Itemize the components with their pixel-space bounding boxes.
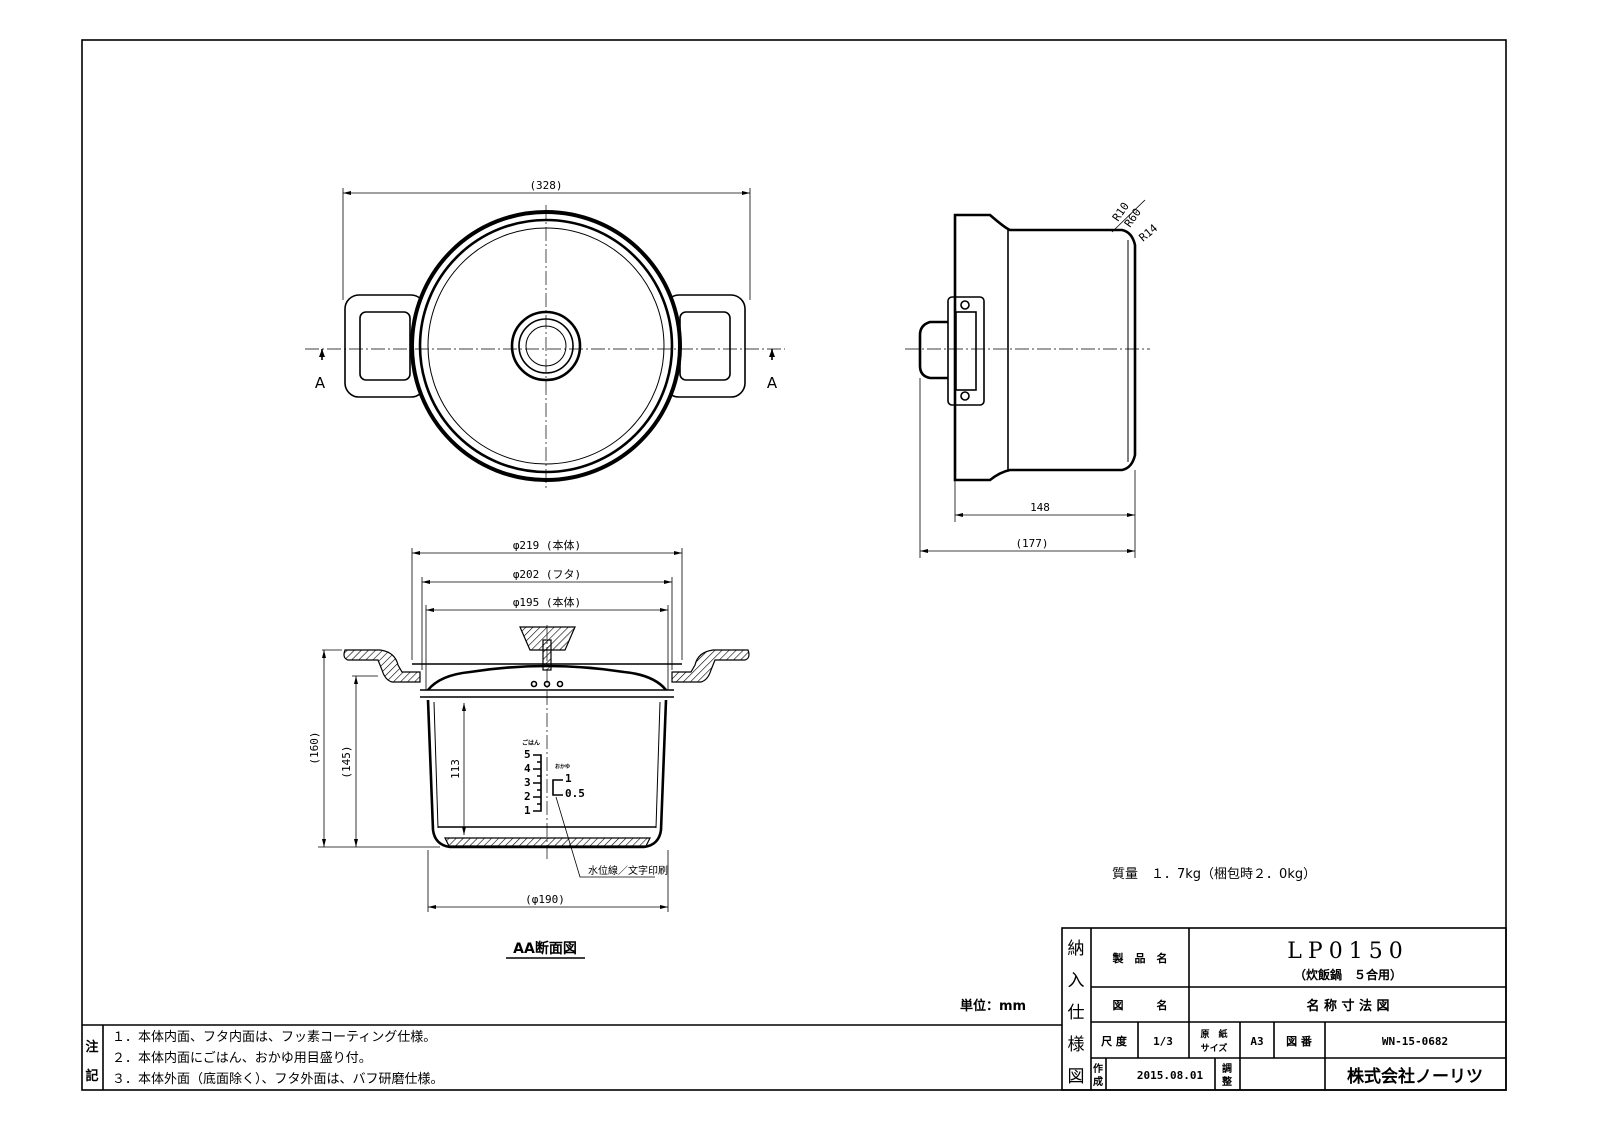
porridge-mark-05: 0.5 xyxy=(565,787,585,800)
svg-text:図 名: 図 名 xyxy=(1113,998,1168,1012)
side-view: R10 R60 R14 148 (177) xyxy=(905,199,1161,558)
height-handle-dimension: (145) xyxy=(340,745,353,778)
dia-lid-dimension: φ202 (フタ) xyxy=(513,568,581,581)
product-name: LP0150 xyxy=(1287,939,1408,964)
top-width-dimension: (328) xyxy=(529,179,562,192)
svg-text:サイズ: サイズ xyxy=(1201,1042,1228,1054)
drawing-frame xyxy=(81,39,1507,1091)
product-subtitle: （炊飯鍋 ５合用） xyxy=(1294,967,1402,982)
dia-body-inner-dimension: φ195 (本体) xyxy=(513,595,581,609)
svg-text:尺 度: 尺 度 xyxy=(1101,1034,1128,1048)
scale-label-rice: ごはん xyxy=(522,739,540,747)
svg-text:成: 成 xyxy=(1093,1075,1103,1088)
svg-text:調: 調 xyxy=(1222,1062,1232,1075)
section-mark-left: A xyxy=(315,374,326,392)
svg-text:1: 1 xyxy=(524,804,531,817)
company-logo: 株式会社ノーリツ xyxy=(1347,1066,1483,1087)
dia-body-outer-dimension: φ219 (本体) xyxy=(513,538,581,552)
svg-text:2: 2 xyxy=(524,790,531,803)
note-item: １．本体内面、フタ内面は、フッ素コーティング仕様。 xyxy=(112,1029,436,1045)
radius-r14: R14 xyxy=(1137,221,1161,244)
svg-text:入: 入 xyxy=(1068,971,1085,991)
svg-text:製 品 名: 製 品 名 xyxy=(1112,951,1168,965)
note-item: ２．本体内面にごはん、おかゆ用目盛り付。 xyxy=(112,1050,372,1066)
mass-note: 質量 １．7kg（梱包時２．0kg） xyxy=(1112,867,1316,882)
note-item: ３．本体外面（底面除く）、フタ外面は、バフ研磨仕様。 xyxy=(112,1071,444,1087)
leader-note: 水位線／文字印刷 xyxy=(588,864,668,877)
svg-text:様: 様 xyxy=(1068,1035,1085,1055)
svg-text:整: 整 xyxy=(1221,1075,1232,1088)
svg-text:作: 作 xyxy=(1093,1062,1103,1075)
svg-text:仕: 仕 xyxy=(1068,1003,1085,1023)
svg-text:注: 注 xyxy=(85,1039,98,1055)
scale-value: 1/3 xyxy=(1153,1035,1173,1048)
body-length-dimension: 148 xyxy=(1030,501,1050,514)
svg-text:5: 5 xyxy=(524,748,531,761)
svg-text:3: 3 xyxy=(524,776,531,789)
bottom-dia-dimension: (φ190) xyxy=(525,893,565,906)
scale-label-porridge: おかゆ xyxy=(555,763,570,770)
drawing-number: WN-15-0682 xyxy=(1382,1035,1448,1048)
title-block: 納 入 仕 様 図 製 品 名 LP0150 （炊飯鍋 ５合用） 図 名 名 称… xyxy=(1061,927,1507,1091)
overall-length-dimension: (177) xyxy=(1015,537,1048,550)
svg-text:図: 図 xyxy=(1068,1067,1085,1087)
svg-text:原 紙: 原 紙 xyxy=(1200,1028,1227,1040)
section-view: φ219 (本体) φ202 (フタ) φ195 (本体) ごはん おかゆ 5 … xyxy=(308,538,750,959)
inner-depth-dimension: 113 xyxy=(449,759,462,779)
section-caption: AA断面図 xyxy=(513,940,577,957)
notes-box: 注 記 １．本体内面、フタ内面は、フッ素コーティング仕様。 ２．本体内面にごはん… xyxy=(82,1024,1062,1090)
svg-text:図 番: 図 番 xyxy=(1286,1034,1313,1048)
paper-size: A3 xyxy=(1250,1035,1263,1048)
unit-label: 単位：mm xyxy=(960,998,1026,1014)
porridge-mark-1: 1 xyxy=(565,772,572,785)
created-date: 2015.08.01 xyxy=(1137,1069,1204,1082)
svg-text:記: 記 xyxy=(85,1068,98,1084)
section-mark-right: A xyxy=(767,374,778,392)
svg-text:4: 4 xyxy=(524,762,531,775)
rice-marks: 5 4 3 2 1 xyxy=(524,748,531,817)
drawing-name: 名 称 寸 法 図 xyxy=(1306,998,1389,1014)
top-view: (328) A A xyxy=(305,179,785,490)
svg-text:納: 納 xyxy=(1068,939,1085,959)
height-overall-dimension: (160) xyxy=(308,731,321,764)
